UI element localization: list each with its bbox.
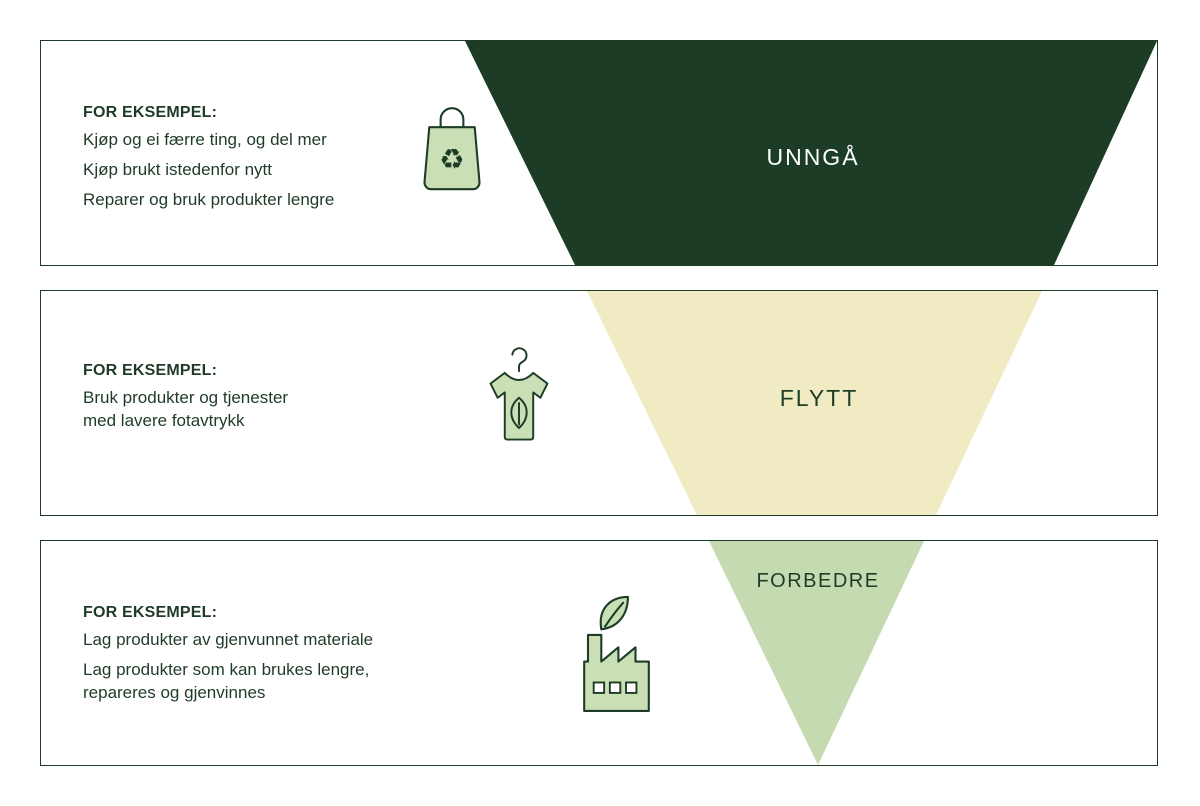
tier-label-forbedre: FORBEDRE	[756, 570, 880, 592]
tier-forbedre: FOR EKSEMPEL: Lag produkter av gjenvunne…	[40, 540, 1158, 766]
example-heading: FOR EKSEMPEL:	[83, 604, 218, 621]
example-heading: FOR EKSEMPEL:	[83, 362, 218, 379]
factory-leaf-icon	[569, 586, 664, 721]
example-line: Kjøp og ei færre ting, og del mer	[83, 130, 327, 149]
tier-unnga: FOR EKSEMPEL: Kjøp og ei færre ting, og …	[40, 40, 1158, 266]
tshirt-leaf-icon	[479, 336, 559, 464]
examples-block: FOR EKSEMPEL: Kjøp og ei færre ting, og …	[83, 101, 334, 211]
funnel-segment-middle	[587, 291, 1042, 515]
example-line: med lavere fotavtrykk	[83, 411, 245, 430]
example-line: Lag produkter som kan brukes lengre,	[83, 660, 370, 679]
tier-flytt: FOR EKSEMPEL: Bruk produkter og tjeneste…	[40, 290, 1158, 516]
svg-text:♻: ♻	[439, 143, 464, 176]
funnel-segment-bottom	[709, 541, 924, 765]
example-line: Kjøp brukt istedenfor nytt	[83, 160, 272, 179]
example-line: Reparer og bruk produkter lengre	[83, 190, 335, 209]
funnel-segment-top	[465, 41, 1157, 265]
example-line: Lag produkter av gjenvunnet materiale	[83, 630, 374, 649]
examples-block: FOR EKSEMPEL: Bruk produkter og tjeneste…	[83, 359, 288, 432]
example-line: Bruk produkter og tjenester	[83, 388, 289, 407]
example-line: repareres og gjenvinnes	[83, 683, 266, 702]
examples-block: FOR EKSEMPEL: Lag produkter av gjenvunne…	[83, 601, 373, 704]
example-heading: FOR EKSEMPEL:	[83, 104, 218, 121]
tier-label-unnga: UNNGÅ	[766, 144, 860, 170]
shopping-bag-recycle-icon: ♻	[416, 96, 488, 200]
tier-label-flytt: FLYTT	[779, 385, 859, 411]
